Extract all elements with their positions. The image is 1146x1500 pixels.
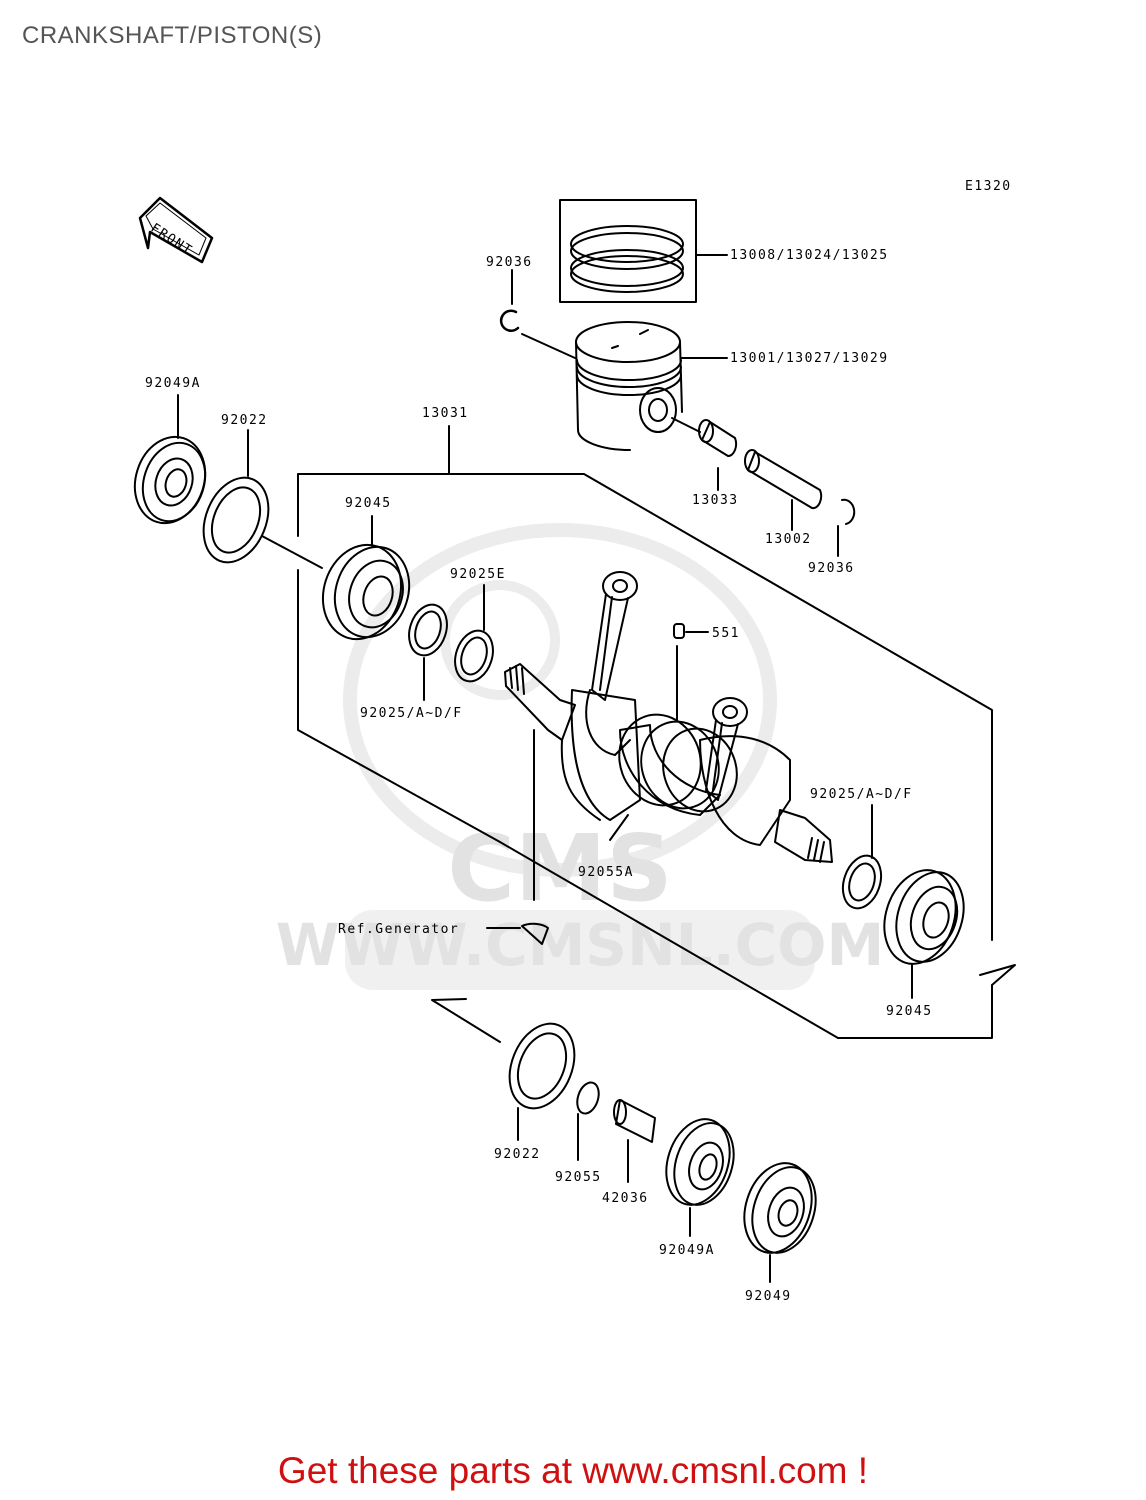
crankshaft-assembly-frame xyxy=(297,425,1016,1039)
label-92049: 92049 xyxy=(745,1289,792,1304)
piston-pin xyxy=(744,449,823,531)
woodruff-key xyxy=(486,922,549,945)
label-92055: 92055 xyxy=(555,1170,602,1185)
shim-top xyxy=(202,429,323,569)
label-92049A-bottom: 92049A xyxy=(659,1243,715,1258)
shim-bottom xyxy=(508,1022,576,1141)
label-92025-left: 92025/A~D/F xyxy=(360,706,463,721)
bottom-group-leader xyxy=(431,998,501,1043)
label-13002: 13002 xyxy=(765,532,812,547)
label-42036: 42036 xyxy=(602,1191,649,1206)
label-92025E: 92025E xyxy=(450,567,506,582)
label-13001: 13001/13027/13029 xyxy=(730,351,889,366)
label-92025-right: 92025/A~D/F xyxy=(810,787,913,802)
label-13008: 13008/13024/13025 xyxy=(730,248,889,263)
label-ref-generator: Ref.Generator xyxy=(338,922,459,937)
label-13033: 13033 xyxy=(692,493,739,508)
shims-92025 xyxy=(408,584,494,701)
collar xyxy=(613,1099,656,1183)
front-label: FRONT xyxy=(148,221,195,259)
label-92022-top: 92022 xyxy=(221,413,268,428)
o-ring xyxy=(576,1081,600,1161)
circlip-top xyxy=(499,269,576,359)
page-title: CRANKSHAFT/PISTON(S) xyxy=(22,22,323,49)
bearing-right xyxy=(883,869,965,999)
cmsnl-watermark: CMS WWW.CMSNL.COM xyxy=(276,523,884,990)
oil-seal-outer xyxy=(743,1162,817,1283)
label-551: 551 xyxy=(712,626,740,641)
oil-seal-top xyxy=(133,394,207,525)
label-92036-right: 92036 xyxy=(808,561,855,576)
shim-right xyxy=(841,804,883,910)
front-arrow-icon xyxy=(138,196,214,264)
dowel-pin xyxy=(673,623,709,721)
piston-rings xyxy=(559,199,728,303)
get-parts-link[interactable]: Get these parts at www.cmsnl.com ! xyxy=(277,1450,869,1491)
watermark-url: WWW.CMSNL.COM xyxy=(276,911,884,979)
parts-diagram: CMS WWW.CMSNL.COM xyxy=(133,179,1016,1304)
crankshaft xyxy=(504,571,833,901)
label-92055A: 92055A xyxy=(578,865,634,880)
circlip-right xyxy=(837,498,856,557)
label-92045-top: 92045 xyxy=(345,496,392,511)
needle-bearing xyxy=(671,417,738,491)
bearing-left xyxy=(321,515,411,641)
label-13031: 13031 xyxy=(422,406,469,421)
oil-seal-bottom xyxy=(665,1118,735,1237)
label-92036-top: 92036 xyxy=(486,255,533,270)
label-92022-bottom: 92022 xyxy=(494,1147,541,1162)
label-92045-bottom: 92045 xyxy=(886,1004,933,1019)
diagram-code: E1320 xyxy=(965,179,1012,194)
label-92049A-top: 92049A xyxy=(145,376,201,391)
piston xyxy=(575,321,728,451)
